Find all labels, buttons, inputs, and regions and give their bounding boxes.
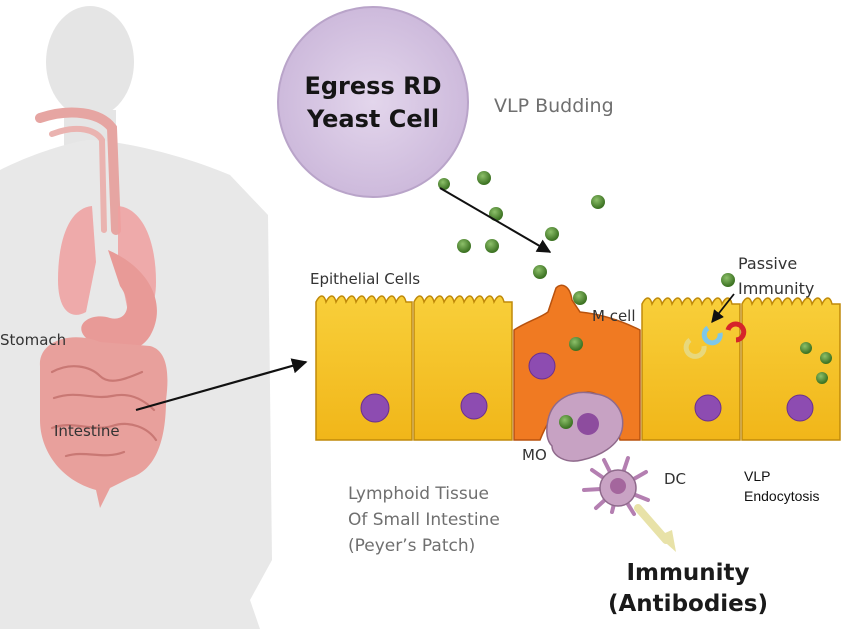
passive-immunity-label: Passive Immunity (738, 251, 814, 301)
immunity-antibodies-label: Immunity (Antibodies) (598, 558, 778, 620)
vlp-particle-icon (816, 372, 828, 384)
vlp-particle-icon (591, 195, 605, 209)
vlp-particle-icon (457, 239, 471, 253)
yeast-cell-label-line: Yeast Cell (306, 105, 440, 133)
stomach-label: Stomach (0, 331, 67, 349)
lymphoid-tissue-label-line: Lymphoid Tissue (348, 484, 489, 504)
vlp-particle-icon (438, 178, 450, 190)
macrophage-label: MO (522, 446, 547, 464)
dendritic-cell-icon (582, 456, 650, 516)
vlp-particle-icon (569, 337, 583, 351)
antibody-icon (725, 321, 747, 343)
vlp-particle-icon (721, 273, 735, 287)
nucleus-icon (577, 413, 599, 435)
dendritic-cell-label: DC (664, 470, 687, 488)
vlp-particle-icon (820, 352, 832, 364)
antibody-icon (701, 325, 723, 346)
epithelial-cell-icon (741, 297, 841, 441)
intestine-zoom-arrow (135, 358, 308, 412)
passive-immunity-arrow (711, 293, 735, 323)
vlp-particle-icon (489, 207, 503, 221)
vlp-particle-icon (545, 227, 559, 241)
vlp-endocytosis-label-line: Endocytosis (744, 488, 820, 504)
nucleus-icon (360, 393, 390, 423)
vlp-particle-icon (559, 415, 573, 429)
vlp-particle-icon (800, 342, 812, 354)
nucleus-icon (694, 394, 722, 422)
epithelial-cell-icon (641, 297, 741, 441)
lymphoid-tissue-label-line: (Peyer’s Patch) (348, 536, 476, 556)
epithelial-cell-icon (315, 295, 413, 441)
vlp-particle-icon (485, 239, 499, 253)
immunity-label-line: (Antibodies) (608, 591, 768, 617)
lymphoid-tissue-label-line: Of Small Intestine (348, 510, 500, 530)
vlp-particle-icon (477, 171, 491, 185)
vlp-particles (438, 171, 832, 429)
nucleus-icon (528, 352, 556, 380)
lymphoid-tissue-label: Lymphoid Tissue Of Small Intestine (Peye… (348, 481, 500, 559)
intestine-label: Intestine (54, 422, 120, 440)
passive-immunity-label-line: Passive (738, 254, 798, 273)
m-cell-label: M cell (592, 307, 636, 325)
yeast-cell-label: Egress RD Yeast Cell (290, 70, 456, 136)
vlp-particle-icon (573, 291, 587, 305)
vlp-endocytosis-label-line: VLP (744, 468, 771, 484)
antibody-icon (683, 337, 707, 359)
antibody-icons (683, 321, 747, 359)
epithelial-cells-label: Epithelial Cells (310, 270, 421, 288)
immune-cells (546, 391, 676, 552)
vlp-particle-icon (533, 265, 547, 279)
nuclei (360, 352, 814, 423)
yeast-cell-label-line: Egress RD (304, 72, 442, 100)
digestive-organs-icon (35, 107, 168, 508)
vlp-budding-label: VLP Budding (494, 95, 614, 117)
nucleus-icon (460, 392, 488, 420)
nucleus-icon (786, 394, 814, 422)
vlp-travel-arrow (439, 187, 552, 253)
epithelial-cell-icon (413, 295, 513, 441)
vlp-endocytosis-label: VLP Endocytosis (744, 466, 819, 506)
immunity-label-line: Immunity (626, 560, 750, 586)
yeast-cell-icon (277, 6, 469, 198)
passive-immunity-label-line: Immunity (738, 279, 815, 298)
